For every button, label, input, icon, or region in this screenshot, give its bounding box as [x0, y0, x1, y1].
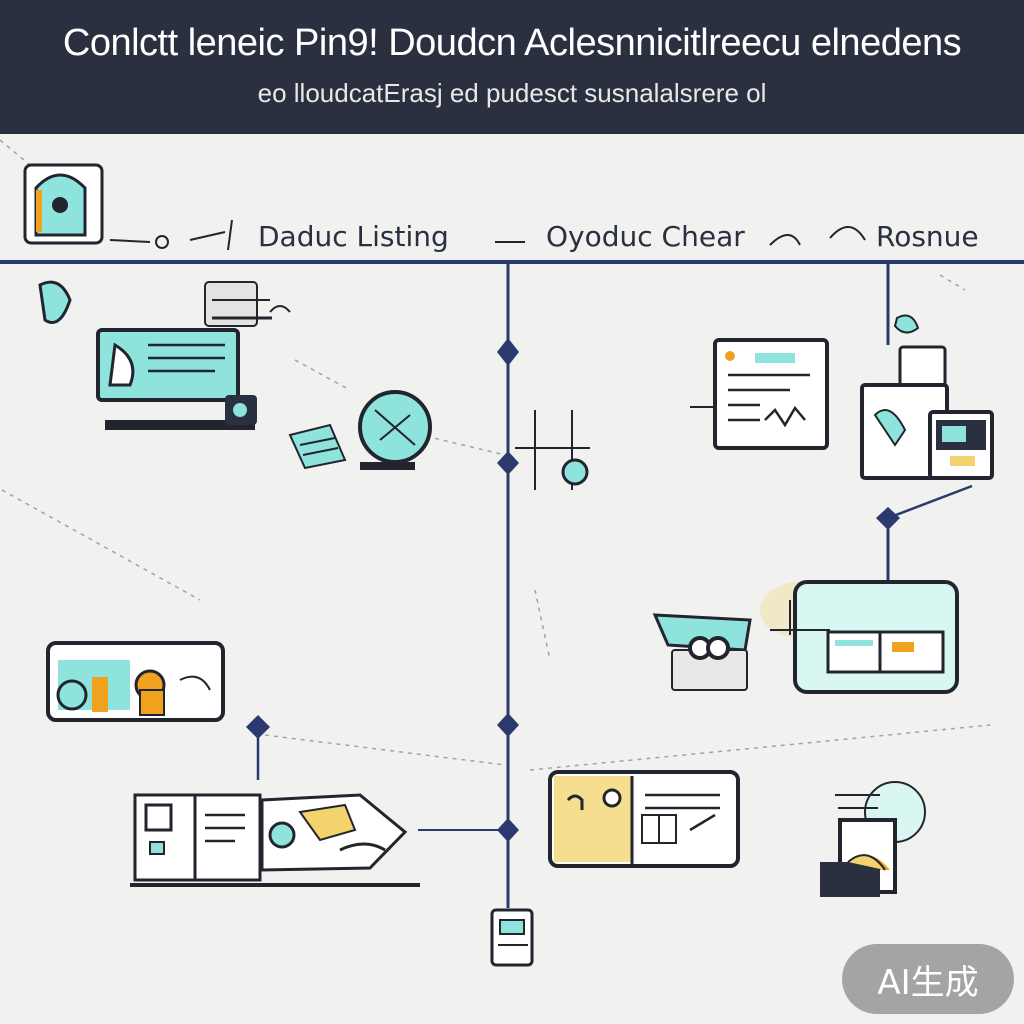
- dashed-connector: [294, 359, 351, 391]
- monitor-icon: [860, 345, 994, 480]
- dashboard-panel-icon: [760, 580, 959, 694]
- dashed-connector: [939, 274, 966, 291]
- ai-generated-watermark: AI生成: [842, 944, 1014, 1014]
- arrow-icon: [109, 219, 866, 251]
- laptop-icon: [820, 781, 926, 897]
- dashed-connector: [0, 139, 31, 166]
- dashed-connector: [1, 489, 201, 601]
- dashed-connector: [534, 589, 551, 661]
- branch-node: [876, 507, 900, 530]
- spine-node: [497, 818, 519, 842]
- spine-node: [497, 713, 519, 737]
- bracket-icon: [690, 338, 829, 450]
- clock-icon: [358, 390, 432, 470]
- face-icon: [269, 305, 920, 334]
- workflow-icon: [130, 793, 420, 887]
- column-label-listing: Daduc Listing: [258, 220, 449, 253]
- page-subtitle: eo lloudcatErasj ed pudesct susnalalsrer…: [257, 78, 767, 108]
- dashed-connector: [264, 734, 506, 766]
- payment-card-icon: [548, 770, 740, 868]
- header-banner: Conlctt leneic Pin9! Doudcn Aclesnnicitl…: [0, 0, 1024, 134]
- column-label-response: Rosnue: [876, 220, 979, 253]
- phone-icon: [490, 908, 534, 967]
- spine-node: [497, 338, 519, 366]
- dashed-connector: [529, 724, 991, 771]
- document-screen-icon: [96, 328, 257, 430]
- tag-icon: [38, 280, 72, 324]
- bag-icon: [23, 163, 104, 245]
- spine-node: [497, 451, 519, 475]
- user-card-icon: [46, 641, 225, 722]
- truck-icon: [652, 613, 752, 691]
- crosshair-dot: [561, 458, 589, 486]
- page-title: Conlctt leneic Pin9! Doudcn Aclesnnicitl…: [62, 22, 962, 64]
- right-branch: [887, 484, 973, 520]
- checklist-icon: [288, 423, 347, 470]
- column-label-checkout: Oyoduc Chear: [546, 220, 745, 253]
- stack-icon: [204, 281, 272, 327]
